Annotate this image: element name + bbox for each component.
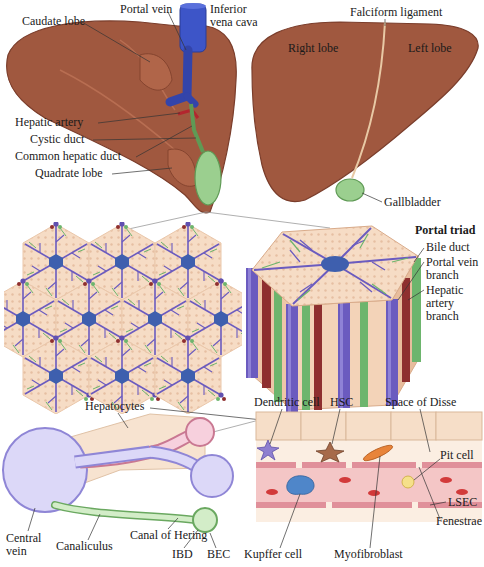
- part-label: Hepatic artery branch: [426, 284, 484, 323]
- part-label: Space of Disse: [385, 396, 456, 409]
- part-label: Central vein: [6, 532, 48, 558]
- part-label: IBD: [172, 548, 193, 561]
- part-label: Hepatic artery: [15, 116, 83, 129]
- part-label: Cystic duct: [30, 133, 84, 146]
- part-label: Dendritic cell: [254, 396, 320, 409]
- part-label: Inferior vena cava: [210, 3, 268, 29]
- part-label: Canal of Hering: [130, 529, 207, 542]
- part-label: Gallbladder: [384, 196, 441, 209]
- part-label: Kupffer cell: [244, 548, 302, 561]
- part-label: Left lobe: [408, 42, 452, 55]
- part-label: Falciform ligament: [350, 6, 442, 19]
- part-label: Myofibroblast: [334, 548, 403, 561]
- part-label: Right lobe: [288, 42, 338, 55]
- part-label: Bile duct: [426, 241, 470, 254]
- part-label: Caudate lobe: [22, 15, 85, 28]
- part-label: Portal vein: [120, 3, 172, 16]
- group-heading: Portal triad: [415, 224, 475, 237]
- part-label: Quadrate lobe: [35, 167, 103, 180]
- part-label: Hepatocytes: [85, 400, 144, 413]
- part-label: LSEC: [448, 496, 477, 509]
- part-label: Fenestrae: [436, 515, 482, 528]
- part-label: Canaliculus: [56, 540, 113, 553]
- part-label: Common hepatic duct: [15, 150, 121, 163]
- part-label: HSC: [330, 396, 353, 409]
- part-label: Portal vein branch: [426, 256, 484, 282]
- part-label: Pit cell: [440, 449, 474, 462]
- part-label: BEC: [207, 548, 230, 561]
